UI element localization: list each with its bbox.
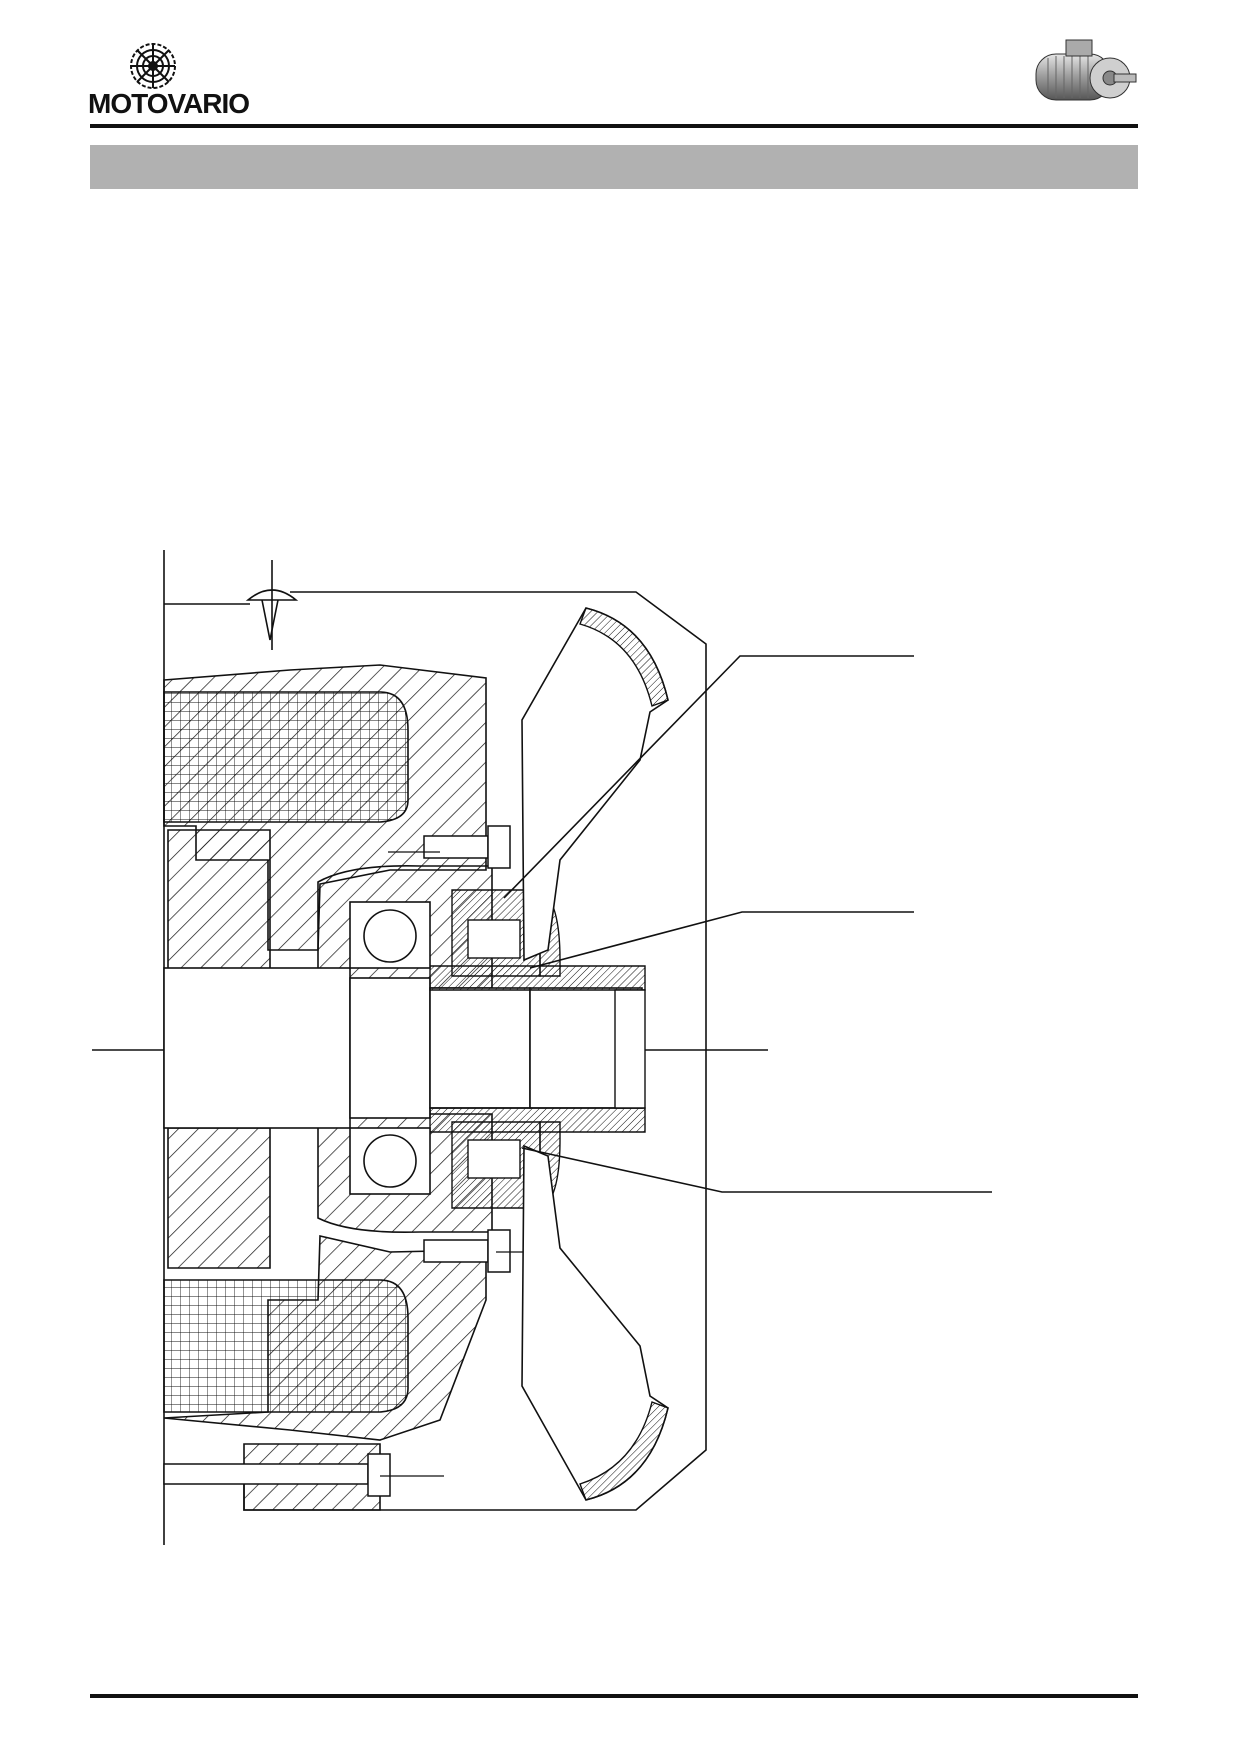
cross-section-drawing — [92, 550, 992, 1545]
electric-motor-icon — [1035, 39, 1137, 101]
title-bar — [90, 145, 1138, 189]
motovario-logo-icon — [130, 43, 176, 89]
header-rule — [90, 124, 1138, 128]
brand-name: MOTOVARIO — [88, 88, 250, 119]
brand-logo: MOTOVARIO — [88, 40, 268, 120]
footer-rule — [90, 1694, 1138, 1698]
